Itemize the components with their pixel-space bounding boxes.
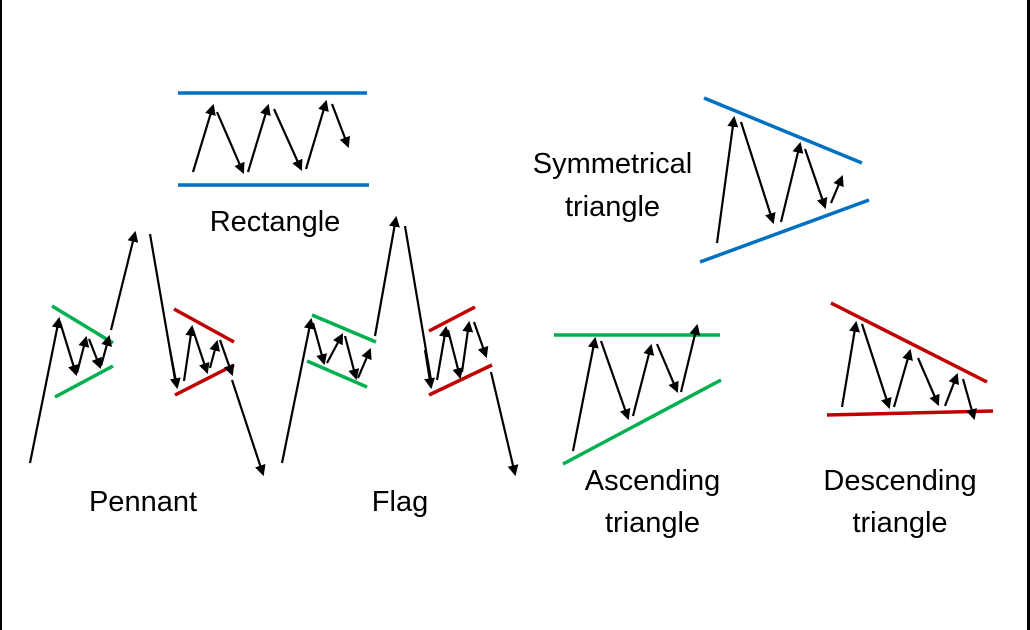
symmetrical-upper-line xyxy=(703,96,863,165)
pennant-arrow-up xyxy=(99,334,112,367)
ascending-arrow-down xyxy=(655,343,679,394)
rectangle-arrow-up xyxy=(246,103,271,173)
flag-arrow-up xyxy=(460,320,474,373)
pennant-breakout-up xyxy=(109,230,139,331)
pennant-arrow-down xyxy=(87,338,102,370)
pennant-arrow-up xyxy=(75,335,90,374)
price-arrows xyxy=(28,99,977,477)
flag-arrow-up xyxy=(356,347,372,379)
symmetrical-lower-line xyxy=(699,198,870,264)
symmetrical-arrow-up xyxy=(715,115,739,244)
label-symmetrical-triangle-line2: triangle xyxy=(564,191,661,223)
descending-arrow-down xyxy=(860,323,892,410)
ascending-arrow-up xyxy=(571,336,599,452)
pennant-bullish-lower-line xyxy=(54,364,114,399)
descending-arrow-up xyxy=(943,372,959,407)
ascending-arrow-up xyxy=(631,343,655,417)
symmetrical-arrow-down xyxy=(739,121,776,225)
ascending-arrow-down xyxy=(599,340,631,421)
label-rectangle: Rectangle xyxy=(209,206,341,238)
boundary-lines xyxy=(51,91,994,466)
label-pennant: Pennant xyxy=(88,486,198,518)
flag-bullish-lower-line xyxy=(306,359,368,389)
rectangle-arrow-up xyxy=(304,99,329,170)
pennant-arrow-up xyxy=(182,324,197,382)
flag-arrow-down xyxy=(472,321,489,359)
rectangle-arrow-down xyxy=(330,103,351,149)
flag-arrow-down xyxy=(311,322,327,366)
rectangle-arrow-down xyxy=(215,111,245,175)
flag-arrow-up xyxy=(280,317,315,464)
pennant-arrow-down xyxy=(58,321,79,377)
descending-support-line xyxy=(826,409,994,417)
flag-arrow-up xyxy=(326,333,344,364)
pennant-arrow-up xyxy=(28,316,63,464)
label-ascending-triangle-line2: triangle xyxy=(604,507,701,539)
symmetrical-arrow-up xyxy=(779,141,804,223)
flag-arrow-up xyxy=(435,325,450,381)
descending-resistance-line xyxy=(830,301,988,384)
rectangle-arrow-down xyxy=(272,108,303,172)
descending-arrow-up xyxy=(892,348,913,408)
label-flag: Flag xyxy=(371,486,429,518)
flag-breakout-down xyxy=(489,371,519,477)
ascending-support-line xyxy=(562,378,722,466)
label-ascending-triangle-line1: Ascending xyxy=(584,465,721,497)
symmetrical-arrow-up xyxy=(829,174,844,204)
descending-arrow-down xyxy=(916,357,940,407)
pennant-breakout-down xyxy=(230,379,266,477)
flag-bearish-upper-line xyxy=(428,305,476,333)
pennant-arrow-down xyxy=(168,349,181,390)
flag-arrow-down xyxy=(343,335,360,381)
symmetrical-arrow-down xyxy=(803,148,828,210)
flag-arrow-down xyxy=(446,329,464,380)
label-symmetrical-triangle-line1: Symmetrical xyxy=(532,148,693,180)
label-descending-triangle-line2: triangle xyxy=(852,507,948,539)
rectangle-arrow-up xyxy=(191,103,216,173)
descending-breakout-down xyxy=(961,378,977,421)
flag-arrow-down xyxy=(423,349,436,390)
flag-breakout-up xyxy=(373,215,400,337)
label-descending-triangle-line1: Descending xyxy=(823,465,977,497)
flag-bullish-upper-line xyxy=(311,313,377,344)
flag-bearish-lower-line xyxy=(428,363,493,397)
ascending-breakout-up xyxy=(679,323,701,393)
pennant-arrow-down xyxy=(191,329,210,375)
pennant-bearish-upper-line xyxy=(173,307,235,344)
pennant-arrow-down xyxy=(218,339,235,377)
pennant-arrow-up xyxy=(208,339,221,369)
descending-arrow-up xyxy=(840,320,860,408)
